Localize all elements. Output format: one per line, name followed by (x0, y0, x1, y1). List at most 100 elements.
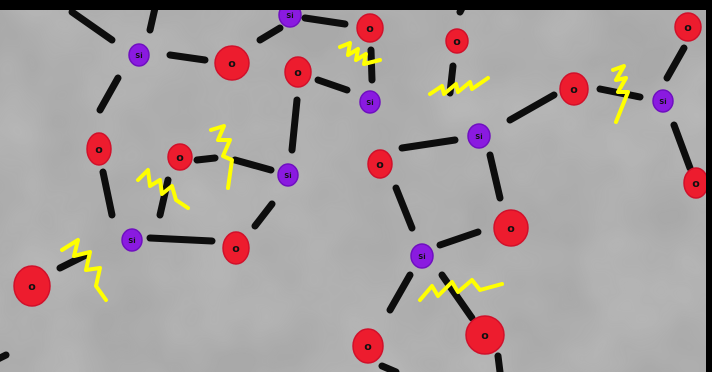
oxygen-atom-circle (86, 132, 112, 166)
oxygen-atom: o (493, 209, 529, 247)
oxygen-atom-circle (493, 209, 529, 247)
bond-line (436, 228, 482, 249)
bond-line (438, 271, 476, 322)
silicon-atom-label: Si (135, 52, 142, 60)
bond-line (68, 8, 116, 44)
bond-line (398, 136, 459, 152)
bond-line (378, 362, 400, 372)
bond-line (156, 176, 172, 219)
bond-line (231, 156, 275, 174)
oxygen-atom-label: o (453, 35, 461, 48)
oxygen-atom: o (465, 315, 505, 355)
oxygen-atom-label: o (684, 21, 692, 34)
bond-line (494, 352, 504, 372)
oxygen-atom-label: o (228, 57, 236, 70)
silicon-atom: Si (410, 243, 434, 269)
oxygen-atom: o (559, 72, 589, 106)
bond-line (367, 46, 376, 84)
silicon-atom: Si (359, 90, 381, 114)
silicon-atom-label: Si (659, 98, 666, 106)
silicon-atom: Si (277, 163, 299, 187)
silicon-atom: Si (467, 123, 491, 149)
vibration-mark (428, 76, 490, 96)
oxygen-atom: o (222, 231, 250, 265)
bond-line (314, 76, 351, 94)
oxygen-atom-label: o (570, 83, 578, 96)
oxygen-atom-circle (674, 12, 702, 42)
oxygen-atom-label: o (692, 177, 700, 190)
oxygen-atom-circle (559, 72, 589, 106)
bond-line (386, 271, 414, 314)
oxygen-atom-label: o (176, 151, 184, 164)
oxygen-atom-label: o (294, 66, 302, 79)
bond-line (56, 251, 90, 272)
oxygen-atom-circle (367, 149, 393, 179)
oxygen-atom: o (356, 13, 384, 43)
oxygen-atom-label: o (376, 158, 384, 171)
vibration-mark (611, 64, 630, 124)
vibration-layer (60, 41, 630, 302)
bond-line (0, 351, 10, 362)
oxygen-atom-circle (356, 13, 384, 43)
silicon-atom-circle (652, 89, 674, 113)
bond-line (146, 234, 216, 245)
silicon-atom-circle (121, 228, 143, 252)
silicon-atom: Si (128, 43, 150, 67)
silicon-atom-label: Si (418, 253, 425, 261)
oxygen-atom-label: o (507, 222, 515, 235)
silicon-atom-label: Si (366, 99, 373, 107)
bond-line (663, 44, 688, 82)
oxygen-atom: o (214, 45, 250, 81)
oxygen-atom: o (367, 149, 393, 179)
oxygen-atom-circle (352, 328, 384, 364)
bond-line (251, 200, 276, 230)
silicon-atom-label: Si (475, 133, 482, 141)
vibration-mark (418, 278, 504, 302)
oxygen-atom: o (284, 56, 312, 88)
oxygen-atom-label: o (366, 22, 374, 35)
oxygen-atom-circle (445, 28, 469, 54)
oxygen-atom-circle (167, 143, 193, 171)
oxygen-atom-label: o (28, 280, 36, 293)
silicon-atom: Si (652, 89, 674, 113)
silicon-atom-circle (359, 90, 381, 114)
vibration-mark (60, 238, 108, 302)
oxygen-atom: o (352, 328, 384, 364)
silicon-atom-label: Si (284, 172, 291, 180)
oxygen-atom: o (683, 167, 709, 199)
bond-line (288, 96, 301, 154)
bond-line (392, 184, 416, 232)
bond-line (670, 121, 694, 172)
oxygen-atom-label: o (481, 329, 489, 342)
silicon-atom-circle (277, 163, 299, 187)
oxygen-atom-label: o (232, 242, 240, 255)
bond-line (96, 74, 122, 114)
vibration-mark (209, 124, 234, 190)
oxygen-atom: o (674, 12, 702, 42)
vibration-mark (136, 168, 190, 210)
oxygen-atom-label: o (95, 143, 103, 156)
oxygen-atom-circle (13, 265, 51, 307)
bond-line (99, 168, 116, 219)
bond-line (256, 24, 284, 44)
oxygen-atom: o (86, 132, 112, 166)
silicon-atom-circle (410, 243, 434, 269)
bond-line (486, 151, 504, 202)
oxygen-atom-circle (214, 45, 250, 81)
bond-line (146, 4, 159, 34)
oxygen-atom-circle (222, 231, 250, 265)
oxygen-atom-circle (284, 56, 312, 88)
bond-line (193, 154, 219, 164)
vibration-mark (338, 41, 382, 66)
oxygen-atom-circle (465, 315, 505, 355)
bond-layer (0, 0, 694, 372)
silicon-atom-circle (128, 43, 150, 67)
silicon-atom-circle (467, 123, 491, 149)
bond-line (301, 14, 349, 28)
oxygen-atom: o (445, 28, 469, 54)
silicon-atom: Si (121, 228, 143, 252)
bond-line (506, 91, 558, 124)
silicon-atom-label: Si (128, 237, 135, 245)
